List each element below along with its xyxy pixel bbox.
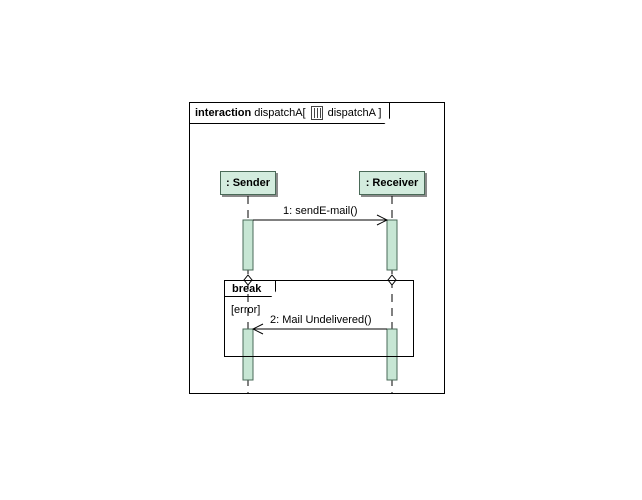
fragment-guard: [error] xyxy=(231,304,261,316)
frame-title-tab: interaction dispatchA[ dispatchA ] xyxy=(190,103,390,124)
activation-receiver-1[interactable] xyxy=(386,219,398,271)
activation-sender-1[interactable] xyxy=(242,219,254,271)
frame-ref-name: dispatchA ] xyxy=(327,107,382,119)
lifeline-label-sender: : Sender xyxy=(225,177,270,189)
message-2-arrowhead xyxy=(251,323,264,335)
break-fragment[interactable]: break xyxy=(224,280,414,357)
message-1-label[interactable]: 1: sendE-mail() xyxy=(283,205,358,217)
activation-receiver-2[interactable] xyxy=(386,328,398,381)
frame-keyword: interaction xyxy=(195,107,252,119)
fragment-operator: break xyxy=(232,282,262,295)
fragment-operator-tab: break xyxy=(225,281,276,297)
message-1-arrowhead xyxy=(376,214,389,226)
sequence-diagram-icon xyxy=(311,106,323,120)
lifeline-label-receiver: : Receiver xyxy=(365,177,419,189)
lifeline-head-sender[interactable]: : Sender xyxy=(220,171,276,195)
interaction-frame: interaction dispatchA[ dispatchA ] xyxy=(189,102,445,394)
activation-sender-2[interactable] xyxy=(242,328,254,381)
lifeline-head-receiver[interactable]: : Receiver xyxy=(359,171,425,195)
frame-name: dispatchA[ xyxy=(254,107,306,119)
message-2-label[interactable]: 2: Mail Undelivered() xyxy=(270,314,372,326)
